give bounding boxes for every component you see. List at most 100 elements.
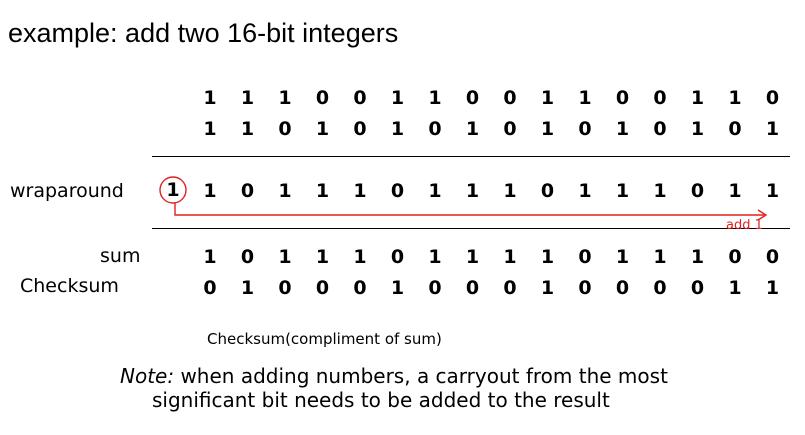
- bit: 0: [278, 277, 292, 299]
- bit: 0: [390, 246, 405, 268]
- bit: 0: [315, 277, 330, 299]
- bit: 1: [615, 180, 630, 202]
- operand-a-bits: 1 1 1 0 0 1 1 0 0 1 1 0 0 1 1 0: [200, 87, 782, 111]
- bit: 1: [428, 246, 442, 268]
- bit: 1: [653, 180, 667, 202]
- bit: 1: [465, 246, 480, 268]
- bit: 0: [315, 87, 330, 109]
- bit: 0: [278, 118, 292, 140]
- bit: 0: [428, 118, 442, 140]
- bit: 1: [578, 180, 592, 202]
- bit: 1: [240, 87, 255, 109]
- add-one-label: add 1: [726, 218, 763, 233]
- bit: 0: [353, 87, 367, 109]
- bit: 0: [353, 118, 367, 140]
- bit: 0: [728, 118, 742, 140]
- bit: 1: [503, 180, 517, 202]
- carry-circle: [159, 176, 187, 204]
- bit: 0: [728, 246, 742, 268]
- bit: 1: [540, 277, 555, 299]
- note-label: Note:: [120, 364, 175, 388]
- bit: 1: [465, 118, 480, 140]
- bit: 1: [690, 118, 705, 140]
- bit: 0: [353, 277, 367, 299]
- bit: 1: [390, 277, 405, 299]
- bit: 1: [765, 277, 780, 299]
- bit: 1: [240, 118, 255, 140]
- bit: 1: [690, 87, 705, 109]
- bit: 0: [578, 246, 592, 268]
- checksum-caption: Checksum(compliment of sum): [207, 330, 442, 348]
- bit: 1: [653, 246, 667, 268]
- bit: 0: [465, 87, 480, 109]
- bit: 1: [540, 246, 555, 268]
- bit: 0: [503, 118, 517, 140]
- bit: 1: [353, 180, 367, 202]
- bit: 0: [765, 246, 780, 268]
- bit: 1: [765, 118, 780, 140]
- bit: 0: [615, 277, 630, 299]
- bit: 1: [765, 180, 780, 202]
- bit: 1: [728, 87, 742, 109]
- bit: 0: [203, 277, 217, 299]
- note-line-1: Note: when adding numbers, a carryout fr…: [120, 364, 668, 388]
- slide-title: example: add two 16-bit integers: [8, 18, 399, 48]
- bit: 0: [690, 180, 705, 202]
- bit: 1: [690, 246, 705, 268]
- bit: 1: [390, 118, 405, 140]
- bit: 1: [615, 246, 630, 268]
- wraparound-label: wraparound: [10, 180, 124, 202]
- bit: 1: [203, 87, 217, 109]
- bit: 0: [653, 118, 667, 140]
- carry-arrow-head: [757, 209, 768, 221]
- bit: 0: [240, 180, 255, 202]
- bit: 1: [315, 118, 330, 140]
- sum-bits: 1 0 1 1 1 0 1 1 1 1 0 1 1 1 0 0: [200, 246, 782, 270]
- bit: 0: [428, 277, 442, 299]
- bit: 1: [503, 246, 517, 268]
- bit: 0: [765, 87, 780, 109]
- bit: 1: [203, 180, 217, 202]
- note-line-2: significant bit needs to be added to the…: [152, 388, 610, 413]
- bit: 1: [390, 87, 405, 109]
- bit: 0: [240, 246, 255, 268]
- bit: 1: [578, 87, 592, 109]
- bit: 0: [615, 87, 630, 109]
- sum-divider-top: [152, 156, 790, 157]
- bit: 1: [278, 246, 292, 268]
- bit: 1: [203, 246, 217, 268]
- wraparound-carry-bit: 1: [166, 179, 180, 201]
- sum-divider-bottom: [152, 228, 790, 229]
- note-line-1-text: when adding numbers, a carryout from the…: [174, 364, 668, 388]
- bit: 1: [428, 180, 442, 202]
- bit: 1: [540, 118, 555, 140]
- bit: 0: [390, 180, 405, 202]
- bit: 1: [278, 87, 292, 109]
- sum-label: sum: [100, 245, 141, 267]
- bit: 1: [240, 277, 255, 299]
- bit: 1: [465, 180, 480, 202]
- bit: 0: [690, 277, 705, 299]
- bit: 1: [353, 246, 367, 268]
- bit: 1: [615, 118, 630, 140]
- bit: 1: [428, 87, 442, 109]
- bit: 1: [315, 246, 330, 268]
- bit: 0: [503, 87, 517, 109]
- bit: 1: [278, 180, 292, 202]
- bit: 1: [203, 118, 217, 140]
- note-text: Note: when adding numbers, a carryout fr…: [120, 364, 668, 413]
- bit: 0: [653, 87, 667, 109]
- bit: 0: [503, 277, 517, 299]
- bit: 0: [540, 180, 555, 202]
- operand-b-bits: 1 1 0 1 0 1 0 1 0 1 0 1 0 1 0 1: [200, 118, 782, 142]
- bit: 1: [540, 87, 555, 109]
- carry-arrow-path: [174, 203, 764, 216]
- checksum-label: Checksum: [20, 275, 119, 297]
- bit: 0: [653, 277, 667, 299]
- bit: 0: [578, 277, 592, 299]
- bit: 1: [728, 277, 742, 299]
- bit: 0: [578, 118, 592, 140]
